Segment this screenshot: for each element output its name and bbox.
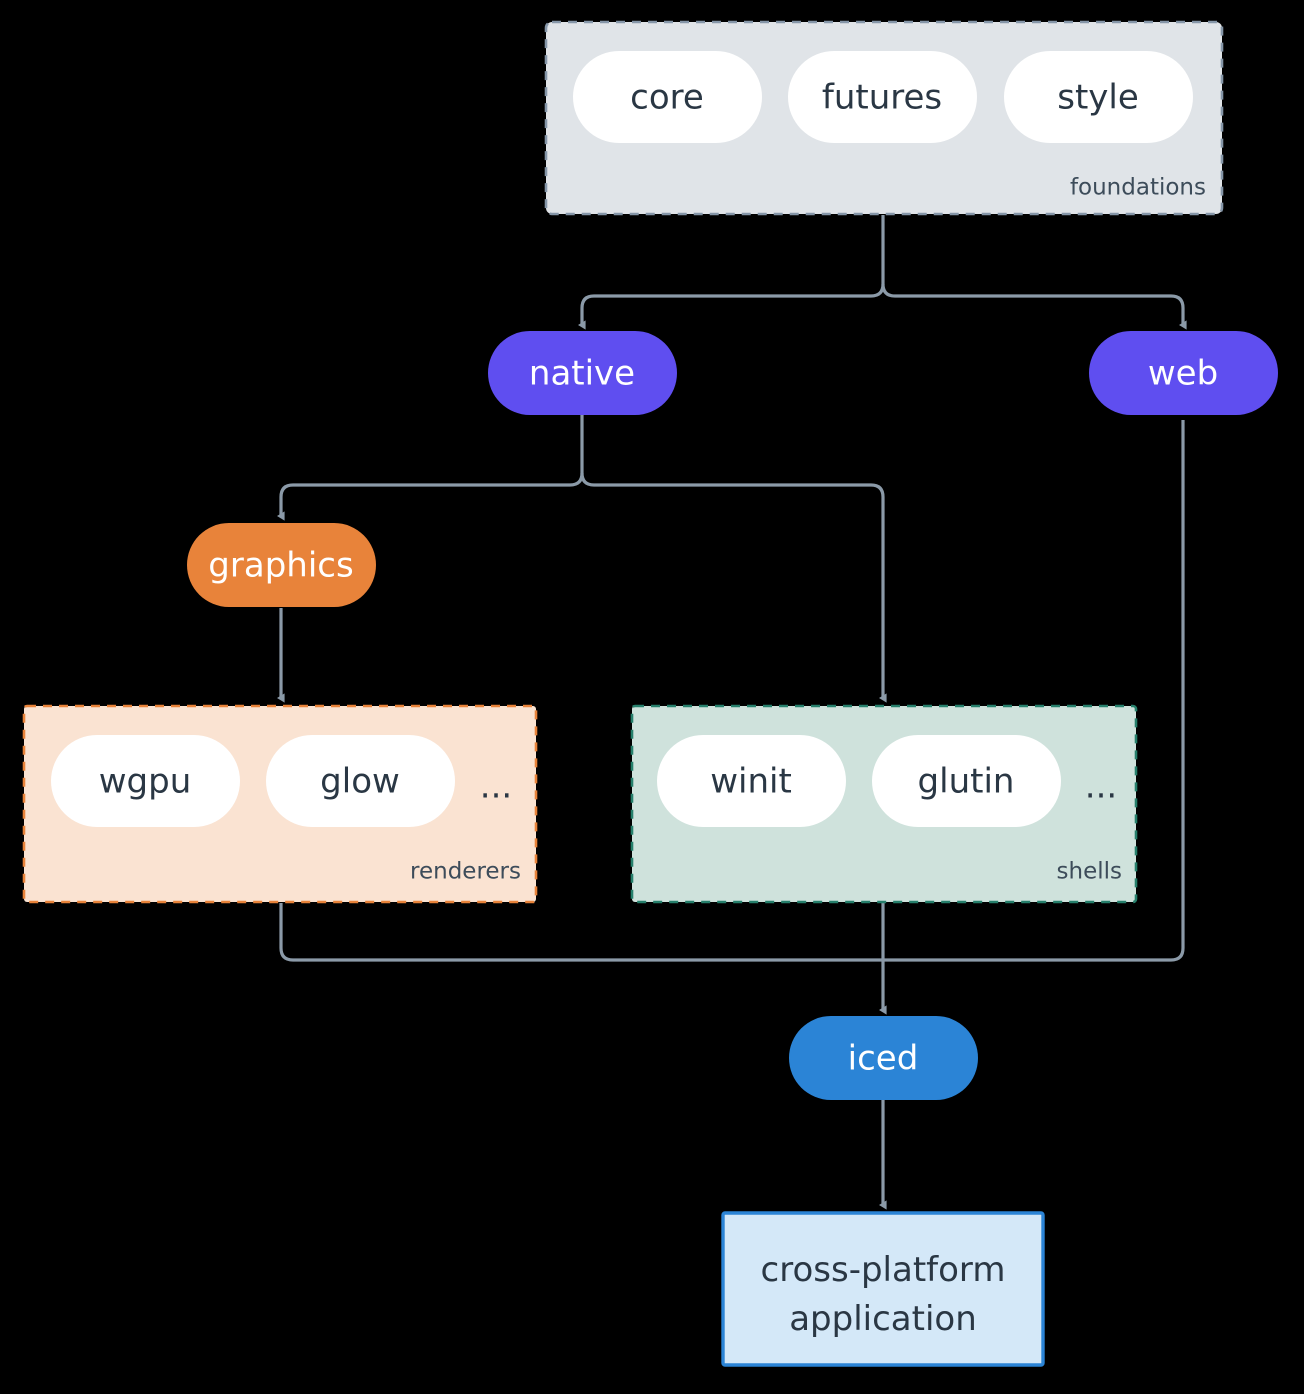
node-glutin-label: glutin bbox=[918, 762, 1015, 802]
cluster-renderers[interactable]: wgpu glow ... renderers bbox=[22, 704, 538, 904]
node-application-shape bbox=[721, 1211, 1045, 1367]
edge-foundations-to-web bbox=[881, 283, 1187, 330]
node-graphics-shape bbox=[187, 523, 376, 607]
node-futures[interactable]: futures bbox=[788, 51, 977, 143]
edge-native-to-graphics bbox=[277, 472, 584, 521]
node-style-shape bbox=[1004, 51, 1193, 143]
node-futures-label: futures bbox=[822, 78, 942, 118]
node-web-label: web bbox=[1148, 354, 1218, 394]
node-glow-shape bbox=[266, 735, 455, 827]
renderers-ellipsis: ... bbox=[480, 767, 512, 807]
node-glow-label: glow bbox=[320, 762, 400, 802]
cluster-shells[interactable]: winit glutin ... shells bbox=[630, 704, 1138, 904]
node-application-label-line1: cross-platform bbox=[761, 1250, 1006, 1290]
edge-web-to-iced bbox=[883, 420, 1185, 962]
node-glutin-shape bbox=[872, 735, 1061, 827]
edges-layer bbox=[277, 215, 1187, 1210]
cluster-foundations-label: foundations bbox=[1070, 175, 1206, 201]
edge-native-to-shells bbox=[580, 472, 887, 703]
node-core-label: core bbox=[630, 78, 704, 118]
cluster-foundations[interactable]: core futures style foundations bbox=[544, 20, 1224, 216]
node-core-shape bbox=[573, 51, 762, 143]
node-iced-shape bbox=[789, 1016, 978, 1100]
node-iced[interactable]: iced bbox=[789, 1016, 978, 1100]
node-graphics[interactable]: graphics bbox=[187, 523, 376, 607]
shells-ellipsis: ... bbox=[1085, 767, 1117, 807]
cluster-shells-label: shells bbox=[1057, 859, 1122, 885]
node-wgpu-shape bbox=[51, 735, 240, 827]
node-native-label: native bbox=[529, 354, 635, 394]
node-web-shape bbox=[1089, 331, 1278, 415]
edge-foundations-to-native bbox=[578, 283, 885, 330]
node-futures-shape bbox=[788, 51, 977, 143]
node-winit-label: winit bbox=[710, 762, 792, 802]
edge-renderers-to-iced bbox=[279, 903, 883, 962]
node-web[interactable]: web bbox=[1089, 331, 1278, 415]
node-application-label-line2: application bbox=[789, 1299, 977, 1339]
node-wgpu-label: wgpu bbox=[99, 762, 192, 802]
node-glow[interactable]: glow bbox=[266, 735, 455, 827]
node-iced-label: iced bbox=[848, 1039, 919, 1079]
node-core[interactable]: core bbox=[573, 51, 762, 143]
node-glutin[interactable]: glutin bbox=[872, 735, 1061, 827]
cluster-renderers-label: renderers bbox=[410, 859, 521, 885]
node-winit-shape bbox=[657, 735, 846, 827]
node-application[interactable]: cross-platform application bbox=[721, 1211, 1045, 1367]
node-native-shape bbox=[488, 331, 677, 415]
node-style[interactable]: style bbox=[1004, 51, 1193, 143]
node-style-label: style bbox=[1057, 78, 1139, 118]
node-native[interactable]: native bbox=[488, 331, 677, 415]
node-wgpu[interactable]: wgpu bbox=[51, 735, 240, 827]
node-winit[interactable]: winit bbox=[657, 735, 846, 827]
node-graphics-label: graphics bbox=[208, 546, 353, 586]
